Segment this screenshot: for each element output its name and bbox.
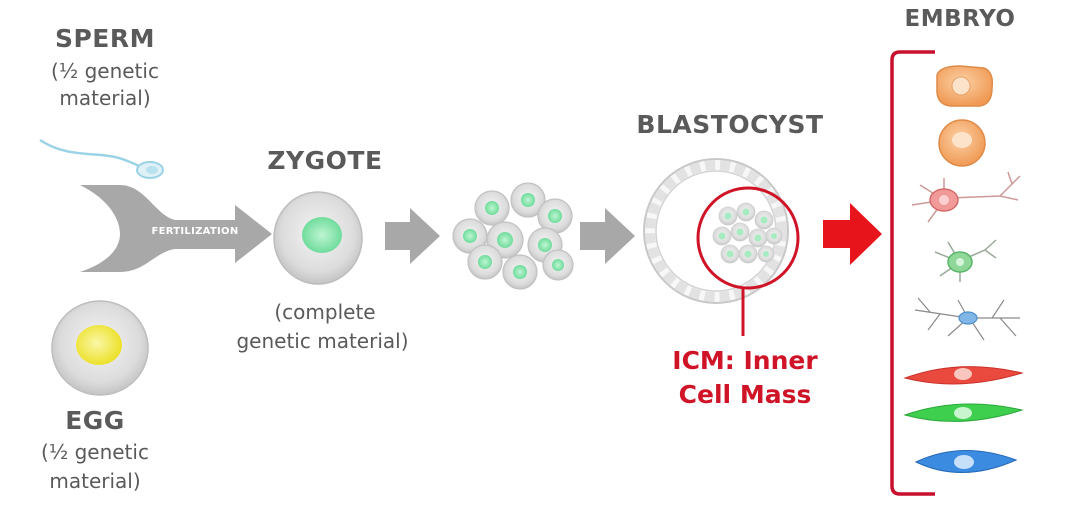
embryo-label: EMBRYO <box>904 6 1016 32</box>
blue-neuron-cell <box>914 297 1020 341</box>
red-neuron-cell <box>911 171 1021 223</box>
blue-spindle-cell <box>914 449 1018 473</box>
arrow-zygote-to-morula <box>385 208 440 264</box>
egg-sublabel-line2: material) <box>49 469 141 493</box>
sperm-sublabel-line2: material) <box>59 86 151 110</box>
zygote-sublabel-line2: genetic material) <box>236 329 409 353</box>
icm-label-line1: ICM: Inner <box>672 346 818 375</box>
zygote-cell <box>273 191 363 285</box>
orange-round-cell <box>938 119 986 167</box>
green-neuron-cell <box>934 239 997 282</box>
blastocyst <box>643 158 800 336</box>
sperm-label: SPERM <box>54 24 156 53</box>
egg-cell <box>51 300 149 396</box>
sperm-sublabel-line1: (½ genetic <box>51 59 159 83</box>
fertilization-label: FERTILIZATION <box>151 226 239 237</box>
icm-highlight-circle <box>696 186 800 290</box>
arrow-blastocyst-to-embryo <box>823 203 882 265</box>
zygote-label: ZYGOTE <box>267 146 383 175</box>
embryo-bracket <box>890 50 935 496</box>
blastocyst-label: BLASTOCYST <box>636 110 824 139</box>
orange-epithelial-cell <box>936 65 994 107</box>
morula-cluster <box>452 182 574 290</box>
arrow-morula-to-blastocyst <box>580 208 635 264</box>
green-spindle-cell <box>903 403 1024 422</box>
egg-label: EGG <box>65 406 125 435</box>
embryo-cell-types <box>903 65 1024 473</box>
icm-label-line2: Cell Mass <box>678 380 812 409</box>
fertilization-arrow <box>80 185 272 272</box>
zygote-sublabel-line1: (complete <box>274 300 376 324</box>
egg-sublabel-line1: (½ genetic <box>41 440 149 464</box>
sperm-cell <box>39 138 164 179</box>
red-spindle-cell <box>903 366 1024 385</box>
